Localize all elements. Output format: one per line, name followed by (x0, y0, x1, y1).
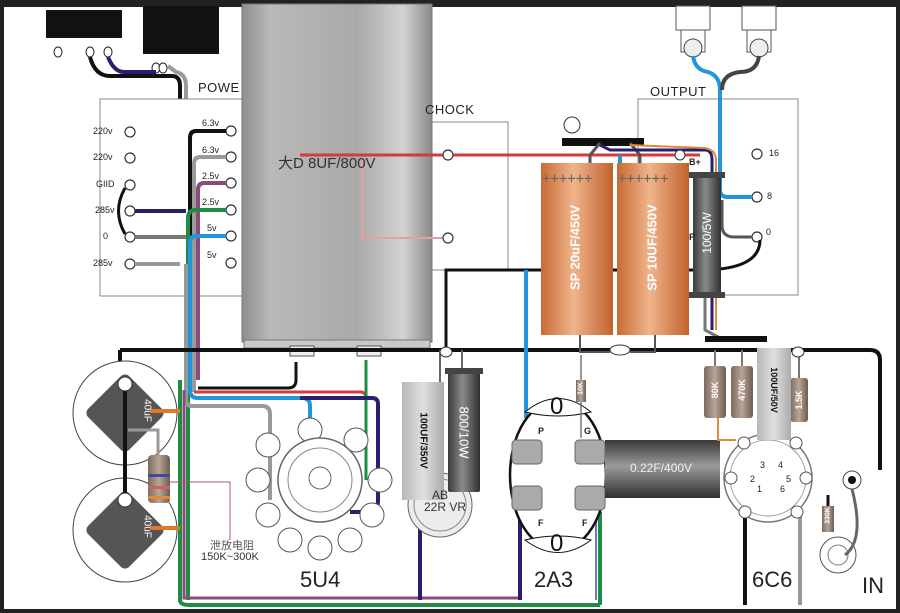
secondary-tap-label: 2.5v (202, 197, 220, 207)
secondary-tap-label: 5v (207, 223, 217, 233)
secondary-tap-label: 6.3v (202, 118, 220, 128)
input-jack (819, 536, 857, 574)
output-tap-16: 16 (769, 148, 780, 158)
socket-mark-top: 0 (550, 393, 564, 420)
bridge-cap-bottom-label: 40uF (141, 515, 153, 538)
driver-pin-5: 5 (786, 474, 792, 484)
hum-pot-label-1: AB (432, 488, 449, 502)
driver-pin-4: 4 (778, 460, 784, 470)
driver-resistor-80k-label: 80K (710, 381, 720, 399)
grid-resistor (576, 380, 586, 402)
driver-pin-2: 2 (750, 474, 756, 484)
primary-tap-label: 285v (93, 258, 113, 268)
rectifier-tube-label: 5U4 (300, 567, 341, 592)
input-label: IN (862, 573, 884, 598)
secondary-tap-label: 2.5v (202, 171, 220, 181)
input-resistor (822, 506, 834, 532)
output-tube-label: 2A3 (534, 567, 574, 592)
primary-tap-label: GIID (96, 179, 115, 189)
hum-pot-label-2: 22R VR (424, 500, 467, 514)
svg-text:++++++: ++++++ (542, 171, 593, 187)
driver-capacitor (757, 348, 791, 440)
driver-pin-6: 6 (780, 484, 786, 494)
svg-text:++++++: ++++++ (618, 171, 669, 187)
driver-capacitor-label: 100UF/50V (769, 367, 779, 413)
choke-title: CHOCK (425, 102, 475, 117)
bleeder-title: 泄放电阻 (210, 540, 254, 552)
output-tube-pin-f: F (582, 518, 588, 528)
output-transformer-title: OUTPUT (650, 84, 707, 99)
bleeder-resistor (148, 455, 170, 503)
output-tube-socket (508, 398, 608, 552)
electrolytic-cap-1-label: SP 20uF/450V (567, 204, 583, 291)
primary-tap-label: 0 (103, 231, 109, 241)
primary-tap-label: 220v (93, 152, 113, 162)
input-resistor-label: 330K (824, 507, 832, 524)
primary-tap-label: 220v (93, 126, 113, 136)
driver-resistor-470k-label: 470K (737, 379, 747, 401)
driver-pin-1: 1 (757, 484, 763, 494)
cathode-capacitor-label: 100UF/350V (417, 412, 429, 469)
driver-resistor-80k (704, 366, 726, 418)
socket-mark-bottom: 0 (550, 530, 564, 557)
secondary-tap-label: 5v (207, 250, 217, 260)
electrolytic-cap-10uf (617, 163, 689, 335)
driver-resistor-1-5k-label: 1.5K (794, 390, 804, 410)
output-tube-pin-f: F (538, 518, 544, 528)
output-tube-pin-p: P (538, 426, 545, 436)
driver-pin-3: 3 (760, 460, 766, 470)
bridge-cap-top-label: 40uF (141, 399, 153, 422)
plate-label: P (689, 232, 696, 242)
b-plus-label: B+ (689, 157, 701, 167)
power-resistor (693, 172, 721, 297)
coupling-capacitor-label: 0.22F/400V (630, 461, 693, 475)
output-tap-0: 0 (766, 227, 772, 237)
output-tube-pin-g: G (584, 426, 592, 436)
cathode-resistor-label: 800/10W (456, 406, 472, 459)
cathode-capacitor (402, 382, 444, 500)
bleeder-range: 150K~300K (201, 551, 259, 563)
primary-tap-label: 285v (95, 205, 115, 215)
power-resistor-label: 100/5W (700, 212, 714, 254)
coupling-capacitor (605, 440, 720, 498)
electrolytic-cap-20uf (541, 163, 613, 335)
fuse-holder (143, 6, 219, 54)
cathode-resistor (448, 368, 480, 492)
driver-tube-label: 6C6 (752, 567, 793, 592)
output-tap-8: 8 (767, 191, 773, 201)
filter-capacitor-label: 大D 8UF/800V (278, 155, 376, 172)
driver-resistor-1-5k (790, 378, 808, 422)
power-switch (46, 10, 122, 38)
driver-resistor-470k (731, 366, 753, 418)
grid-resistor-label: 10K (577, 382, 585, 395)
bridge-cap-bottom (86, 491, 164, 569)
power-transformer-title: POWE (198, 80, 240, 95)
filter-capacitor-can (241, 3, 433, 343)
secondary-tap-label: 6.3v (202, 145, 220, 155)
electrolytic-cap-2-label: SP 10UF/450V (644, 204, 660, 291)
